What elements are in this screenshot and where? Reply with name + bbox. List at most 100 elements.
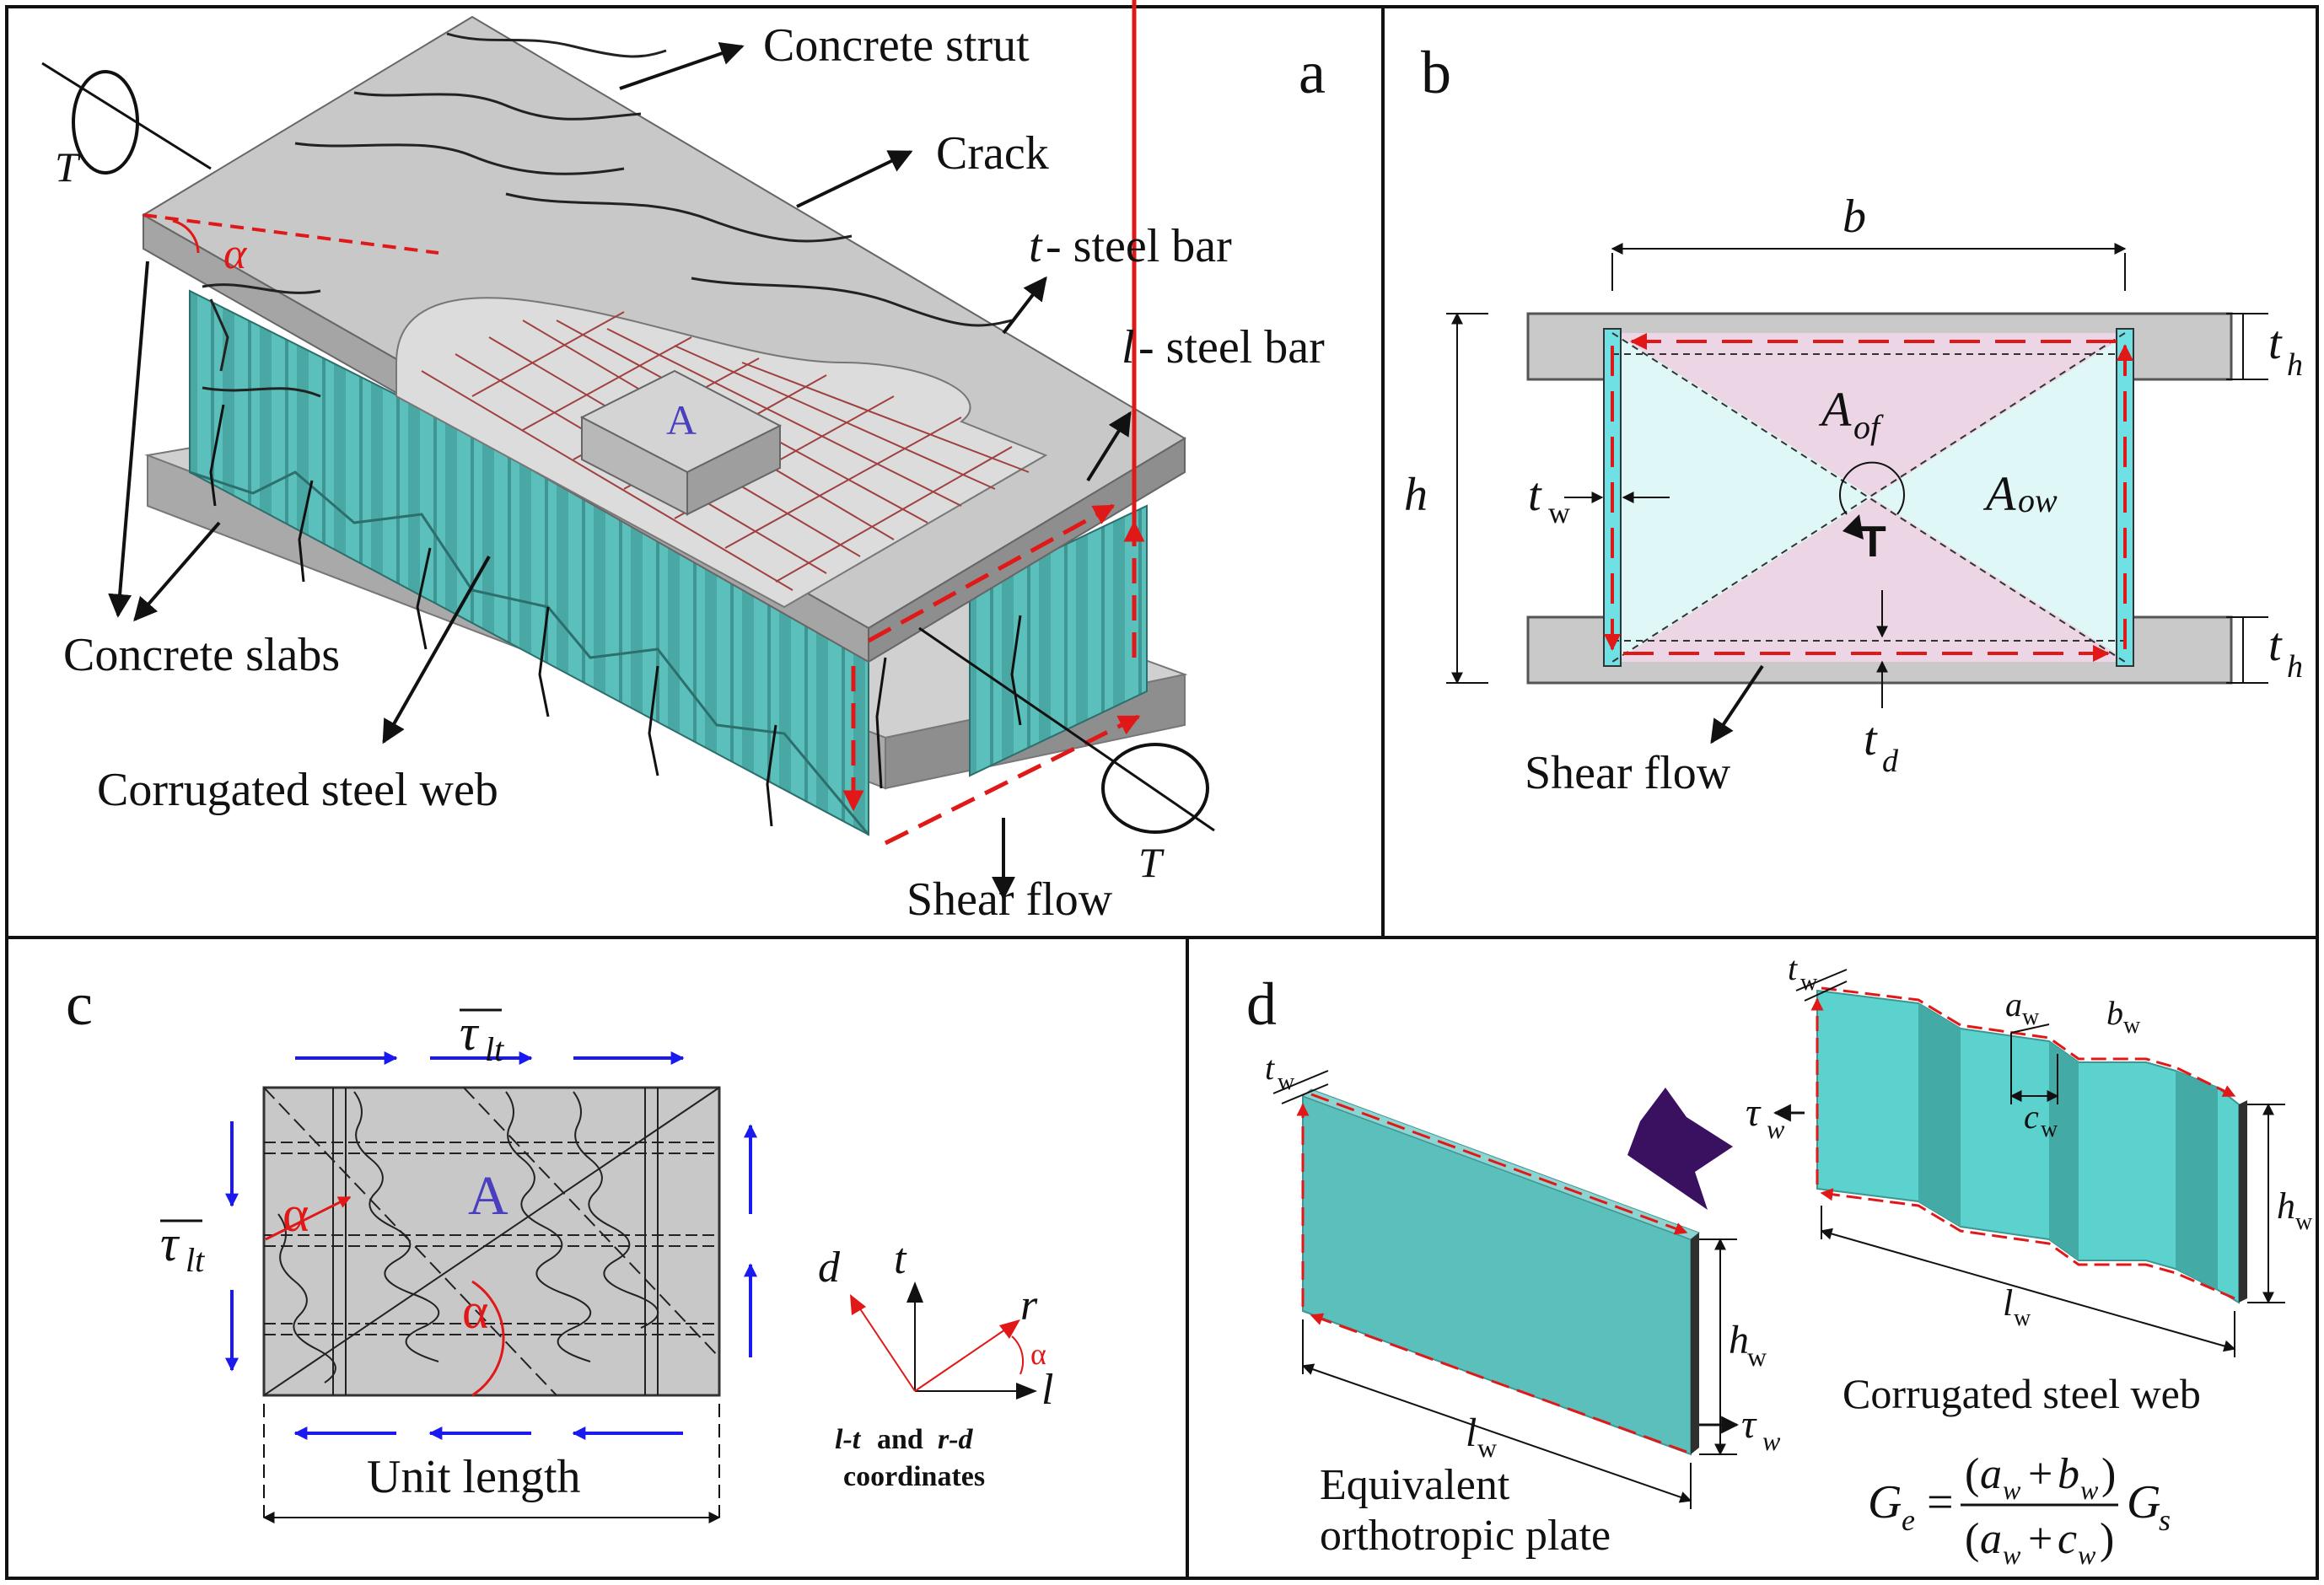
dim-th-top-sub: h bbox=[2287, 347, 2303, 383]
plate-hw-label: h bbox=[1729, 1318, 1749, 1362]
torque-axis-a: T T bbox=[41, 62, 1215, 886]
coord-caption-line2: coordinates bbox=[843, 1461, 985, 1492]
torque-label-top: T bbox=[55, 143, 81, 191]
shear-flow-arrows-b bbox=[1604, 333, 2133, 662]
web-caption: Corrugated steel web bbox=[1843, 1370, 2201, 1417]
tau-left-label: τ bbox=[160, 1216, 180, 1271]
alpha2-label: α bbox=[462, 1283, 488, 1339]
panel-b: b T bbox=[1404, 39, 2303, 799]
tau-left-sub: lt bbox=[186, 1241, 205, 1279]
coord-caption-rd: r-d bbox=[938, 1424, 974, 1455]
area-aow-left bbox=[1615, 333, 1872, 662]
element-block-label: A bbox=[468, 1165, 508, 1227]
shear-flow-arrows-a bbox=[842, 0, 1145, 846]
label-corrugated-steel-web: Corrugated steel web bbox=[97, 764, 498, 816]
plate-tw-label: t bbox=[1265, 1049, 1275, 1087]
formula-num-a: a bbox=[1980, 1450, 2002, 1498]
formula-num-b: b bbox=[2058, 1450, 2079, 1498]
plate-caption-line1: Equivalent bbox=[1320, 1461, 1510, 1509]
axis-t-label: t bbox=[894, 1235, 907, 1283]
transformation-arrow bbox=[1627, 1088, 1733, 1210]
block-a-label: A bbox=[666, 396, 697, 443]
plate-dimensions bbox=[1272, 1070, 1740, 1509]
area-aof-top bbox=[1615, 333, 2129, 497]
torque-label-bottom: T bbox=[1138, 839, 1165, 886]
torque-label-b: T bbox=[1859, 518, 1886, 567]
dim-th-bottom-sub: h bbox=[2287, 649, 2303, 685]
dim-th-top-label: t bbox=[2268, 317, 2283, 369]
unit-length-label: Unit length bbox=[367, 1451, 581, 1503]
label-l-bar: - steel bar bbox=[1138, 321, 1325, 373]
torque-arc-b bbox=[1839, 461, 1905, 515]
axis-d-label: d bbox=[818, 1244, 841, 1292]
dim-tw-label: t bbox=[1528, 469, 1542, 521]
alpha-label: α bbox=[223, 230, 248, 278]
plate-tau-label: τ bbox=[1741, 1402, 1757, 1447]
web-hw-sub: w bbox=[2295, 1209, 2313, 1235]
label-concrete-strut: Concrete strut bbox=[763, 19, 1030, 72]
plate-caption-line2: orthotropic plate bbox=[1320, 1512, 1611, 1560]
label-shear-flow-a: Shear flow bbox=[906, 873, 1113, 926]
web-tw-label: t bbox=[1788, 949, 1798, 987]
leader-arrows-a bbox=[108, 41, 1132, 900]
plate-lw-label: l bbox=[1466, 1410, 1477, 1455]
element-reinforcement-lines bbox=[263, 1087, 720, 1396]
panel-a: a bbox=[41, 0, 1326, 926]
area-aow-right bbox=[1872, 333, 2129, 662]
coord-caption-and: and bbox=[877, 1424, 923, 1455]
plate-tw-sub: w bbox=[1278, 1069, 1295, 1095]
panel-b-letter: b bbox=[1421, 39, 1451, 106]
formula-num-b-sub: w bbox=[2080, 1475, 2099, 1505]
unit-length-dimension bbox=[262, 1404, 721, 1523]
formula-num-open: ( bbox=[1965, 1450, 1979, 1498]
top-concrete-slab: A α bbox=[142, 15, 1186, 664]
web-lw-label: l bbox=[2003, 1282, 2013, 1324]
corrugated-steel-web-model bbox=[1810, 986, 2247, 1304]
shear-stress-arrows bbox=[225, 1051, 757, 1440]
axis-r-label: r bbox=[1020, 1281, 1038, 1330]
panel-c-letter: c bbox=[66, 970, 93, 1038]
dimension-lines-b bbox=[1446, 243, 2268, 744]
alpha-arc bbox=[172, 219, 200, 254]
panel-d-letter: d bbox=[1246, 970, 1277, 1038]
label-shear-flow-b: Shear flow bbox=[1525, 747, 1731, 799]
formula-rhs-sub: s bbox=[2159, 1503, 2171, 1537]
formula-num-plus: + bbox=[2028, 1450, 2052, 1498]
formula-den-close: ) bbox=[2100, 1515, 2114, 1563]
formula-rhs: G bbox=[2127, 1476, 2160, 1529]
formula-lhs: G bbox=[1868, 1476, 1902, 1529]
label-t-bar: - steel bar bbox=[1046, 220, 1232, 272]
panel-a-letter: a bbox=[1299, 39, 1326, 106]
alpha1-label: α bbox=[282, 1186, 309, 1242]
tau-top-label: τ bbox=[460, 1005, 480, 1061]
section-dashed-lines bbox=[1611, 332, 2126, 663]
area-aof-bottom bbox=[1615, 497, 2129, 662]
formula-num-a-sub: w bbox=[2003, 1475, 2021, 1505]
plate-tau-sub: w bbox=[1762, 1426, 1781, 1456]
web-aw-label: a bbox=[2005, 986, 2022, 1024]
area-aof-sub: of bbox=[1853, 408, 1884, 446]
coord-caption-lt: l-t bbox=[835, 1424, 862, 1455]
formula-equals: = bbox=[1927, 1476, 1954, 1529]
web-hw-label: h bbox=[2277, 1185, 2295, 1227]
dim-td-label: t bbox=[1864, 713, 1878, 766]
web-cw-label: c bbox=[2024, 1098, 2039, 1136]
alpha-reference-line bbox=[143, 213, 439, 255]
web-cracks bbox=[209, 404, 1022, 827]
web-bw-sub: w bbox=[2123, 1013, 2141, 1039]
formula-den-c: c bbox=[2058, 1515, 2077, 1563]
alpha1-arrow bbox=[265, 1195, 352, 1241]
area-aof-label: A bbox=[1818, 382, 1852, 437]
label-concrete-slabs: Concrete slabs bbox=[63, 629, 340, 681]
formula-den-a-sub: w bbox=[2003, 1539, 2021, 1570]
area-aow-label: A bbox=[1982, 466, 2016, 521]
dim-h-label: h bbox=[1404, 469, 1428, 521]
web-dimensions bbox=[1773, 969, 2285, 1357]
label-crack: Crack bbox=[936, 127, 1049, 180]
panel-frames bbox=[5, 5, 2319, 1580]
dim-tw-sub: w bbox=[1548, 496, 1570, 529]
web-cw-sub: w bbox=[2041, 1116, 2058, 1142]
concrete-block-a: A bbox=[579, 369, 783, 516]
torque-arrowhead-b bbox=[1843, 514, 1864, 540]
